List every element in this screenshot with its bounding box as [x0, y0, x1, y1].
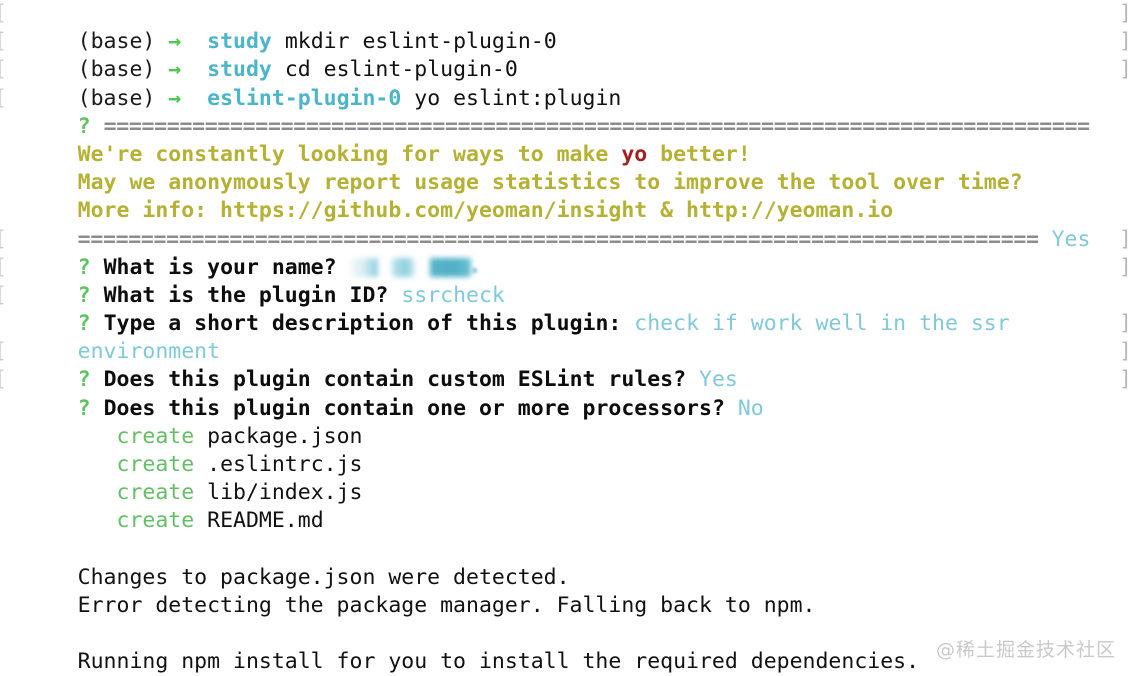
command-line: [ (base) → study cd eslint-plugin-0]: [0, 28, 1134, 82]
prompt-answer: Yes: [699, 367, 738, 393]
prompt-answer: ssrcheck: [401, 282, 505, 308]
prompt-marker-icon: ?: [77, 113, 91, 139]
redacted-name-dot: [472, 267, 478, 273]
prompt-marker-icon: ?: [77, 311, 91, 337]
prompt-question: What is the plugin ID?: [103, 282, 389, 308]
redacted-name-block: [392, 257, 416, 277]
created-file-row: create package.json: [0, 395, 1134, 449]
prompt-marker-icon: ?: [77, 395, 91, 421]
right-edge-bracket: ]: [1119, 226, 1132, 252]
prompt-line-name: [? What is your name? ]: [0, 226, 1134, 280]
blank-line: [0, 507, 1134, 535]
created-file-name: README.md: [207, 508, 324, 534]
separator-rule: ========================================…: [77, 226, 1039, 252]
created-file-row: create README.md: [0, 479, 1134, 533]
insight-yo-highlight: yo: [621, 141, 648, 167]
prompt-line-plugin-id: [? What is the plugin ID? ssrcheck]: [0, 254, 1134, 308]
prompt-marker-icon: ?: [77, 282, 91, 308]
insight-answer: Yes: [1051, 226, 1091, 252]
redacted-name-block: [430, 257, 472, 277]
prompt-arrow-icon: →: [168, 29, 182, 55]
created-file-row: create .eslintrc.js: [0, 423, 1134, 477]
prompt-question: Does this plugin contain one or more pro…: [103, 395, 725, 421]
insight-text-tail: better!: [647, 141, 751, 167]
insight-line-2: May we anonymously report usage statisti…: [0, 141, 1134, 195]
command-line: [ (base) → study mkdir eslint-plugin-0]: [0, 0, 1134, 54]
separator-rule: ========================================…: [103, 113, 1091, 139]
output-text: Changes to package.json were detected.: [77, 564, 570, 590]
output-text: Running npm install for you to install t…: [77, 649, 920, 675]
created-file-name: .eslintrc.js: [207, 452, 363, 478]
output-line-error: Error detecting the package manager. Fal…: [0, 564, 1134, 618]
create-action-label: create: [116, 423, 195, 449]
prompt-answer: check if work well in the ssr: [634, 311, 1010, 337]
insight-separator-bottom: ========================================…: [0, 197, 1134, 252]
prompt-answer-wrap: environment]: [0, 310, 1134, 364]
prompt-answer: No: [737, 395, 764, 421]
insight-text: More info: https://github.com/yeoman/ins…: [77, 198, 894, 224]
prompt-env: (base): [77, 85, 156, 111]
command-line: [ (base) → eslint-plugin-0 yo eslint:plug…: [0, 56, 1134, 110]
prompt-question: Does this plugin contain custom ESLint r…: [103, 367, 687, 393]
prompt-answer-continued: environment: [77, 339, 221, 365]
left-edge-bracket: [: [0, 338, 7, 366]
command-text: mkdir eslint-plugin-0: [284, 29, 557, 55]
prompt-line-custom-rules: [? Does this plugin contain custom ESLin…: [0, 338, 1134, 392]
left-edge-bracket: [: [0, 366, 7, 394]
command-text: cd eslint-plugin-0: [284, 57, 518, 83]
command-text: yo eslint:plugin: [414, 85, 622, 111]
prompt-env: (base): [77, 29, 156, 55]
right-edge-bracket: ]: [1119, 29, 1132, 55]
left-edge-bracket: [: [0, 56, 7, 84]
blank-line: [0, 592, 1134, 620]
prompt-directory: study: [207, 57, 272, 83]
prompt-line-processors: [? Does this plugin contain one or more …: [0, 366, 1134, 420]
created-file-row: create lib/index.js: [0, 451, 1134, 505]
insight-line-1: We're constantly looking for ways to mak…: [0, 113, 1134, 167]
right-edge-bracket: ]: [1119, 254, 1132, 280]
right-edge-bracket: ]: [1119, 57, 1132, 83]
output-text: Error detecting the package manager. Fal…: [77, 592, 816, 618]
prompt-line-description: [? Type a short description of this plug…: [0, 282, 1134, 336]
prompt-directory: eslint-plugin-0: [207, 85, 402, 111]
prompt-arrow-icon: →: [168, 85, 182, 111]
left-edge-bracket: [: [0, 226, 7, 254]
right-edge-bracket: ]: [1119, 367, 1132, 393]
created-file-name: lib/index.js: [207, 480, 363, 506]
prompt-question: Type a short description of this plugin:: [103, 311, 622, 337]
left-edge-bracket: [: [0, 0, 7, 28]
prompt-arrow-icon: →: [168, 57, 182, 83]
right-edge-bracket: ]: [1119, 311, 1132, 337]
prompt-directory: study: [207, 29, 272, 55]
watermark: @稀土掘金技术社区: [935, 638, 1116, 661]
created-file-name: package.json: [207, 423, 363, 449]
left-edge-bracket: [: [0, 282, 7, 310]
create-action-label: create: [116, 452, 195, 478]
redacted-name-block: [350, 257, 378, 277]
insight-text: We're constantly looking for ways to mak…: [77, 141, 622, 167]
right-edge-bracket: ]: [1119, 1, 1132, 26]
left-edge-bracket: [: [0, 28, 7, 56]
prompt-marker-icon: ?: [77, 367, 91, 393]
create-action-label: create: [116, 480, 195, 506]
insight-line-3: More info: https://github.com/yeoman/ins…: [0, 169, 1134, 223]
prompt-marker-icon: ?: [77, 254, 91, 280]
prompt-env: (base): [77, 57, 156, 83]
left-edge-bracket: [: [0, 85, 7, 113]
right-edge-bracket: ]: [1119, 339, 1132, 365]
insight-text: May we anonymously report usage statisti…: [77, 170, 1023, 196]
create-action-label: create: [116, 508, 195, 534]
left-edge-bracket: [: [0, 254, 7, 282]
prompt-question: What is your name?: [103, 254, 337, 280]
output-line-changes: Changes to package.json were detected.: [0, 536, 1134, 590]
output-line-running: Running npm install for you to install t…: [0, 620, 1134, 674]
insight-separator-top: [? =====================================…: [0, 85, 1134, 139]
